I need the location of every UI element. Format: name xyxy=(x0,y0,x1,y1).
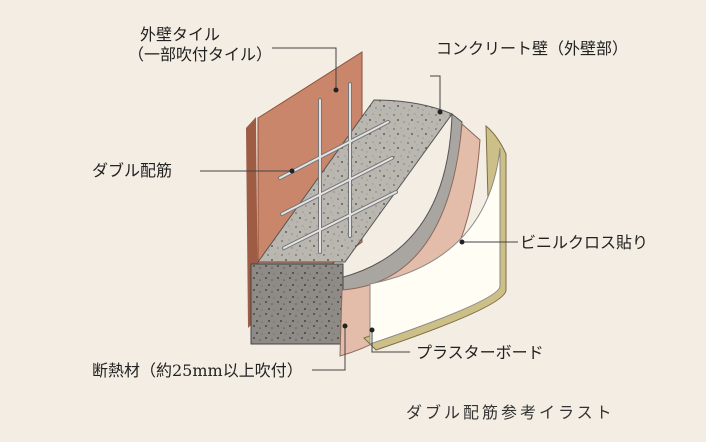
leader-lines xyxy=(200,47,518,371)
plaster-board xyxy=(363,124,507,351)
caption: ダブル配筋参考イラスト xyxy=(406,403,615,422)
label-plaster-board: プラスターボード xyxy=(416,343,544,362)
leader-dots xyxy=(289,87,465,333)
label-concrete-wall: コンクリート壁（外壁部） xyxy=(436,39,629,58)
label-vinyl-cloth: ビニルクロス貼り xyxy=(520,233,649,252)
label-double-rebar: ダブル配筋 xyxy=(92,161,173,180)
label-insulation: 断熱材（約25mm以上吹付） xyxy=(92,361,303,380)
label-exterior-tile-note: （一部吹付タイル） xyxy=(128,45,273,64)
label-exterior-tile: 外壁タイル xyxy=(140,25,221,44)
